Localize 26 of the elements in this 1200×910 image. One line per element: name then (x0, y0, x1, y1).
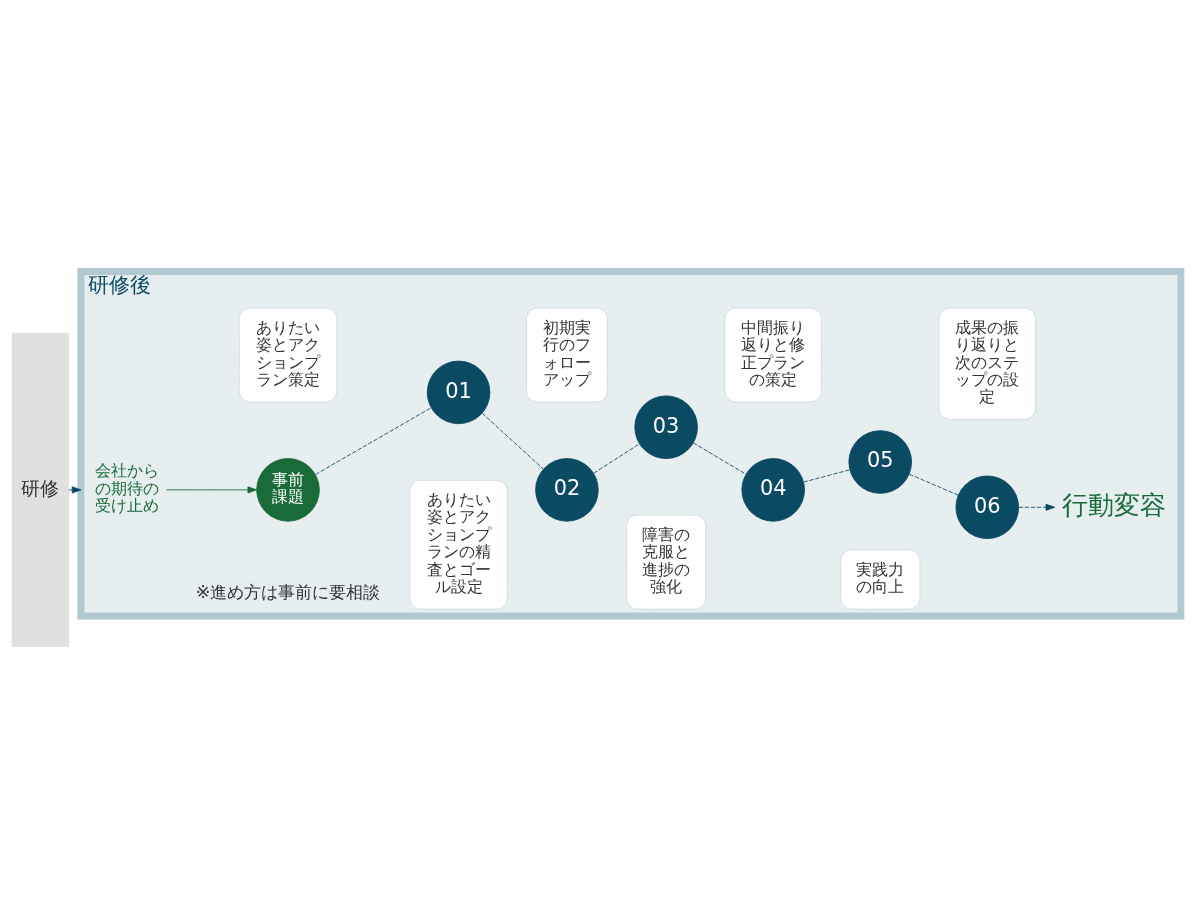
node-circle: 06 (955, 475, 1020, 539)
connector (593, 443, 640, 474)
connector (803, 468, 851, 482)
connector (481, 412, 544, 469)
arrow (166, 485, 258, 493)
connector (692, 441, 747, 475)
node-box: 実践力の向上 (840, 549, 921, 610)
connector (315, 406, 432, 475)
node-circle: 01 (426, 360, 491, 424)
node-circle: 03 (634, 394, 698, 459)
node-circle: 02 (535, 457, 599, 522)
node-box: 中間振り返りと修正プランの策定 (724, 307, 822, 402)
node-box: 成果の振り返りと次のステップの設定 (938, 307, 1036, 420)
node-box: 障害の克服と進捗の強化 (626, 514, 707, 610)
node-circle: 05 (848, 429, 912, 494)
node-box: 研修 (11, 332, 70, 647)
node-box: ありたい姿とアクションプランの精査とゴール設定 (409, 479, 508, 610)
node-circle: 04 (741, 457, 805, 522)
node-circle: 事前課題 (256, 457, 320, 522)
arrow (1018, 503, 1056, 511)
node-box: 初期実行のフォローアップ (526, 307, 608, 402)
label: ※進め方は事前に要相談 (195, 581, 381, 602)
node-text: 会社からの期待の受け止め (95, 460, 160, 515)
node-box: ありたい姿とアクションプラン策定 (238, 307, 338, 402)
connector (908, 473, 959, 496)
node-text: 行動変容 (1062, 490, 1167, 520)
